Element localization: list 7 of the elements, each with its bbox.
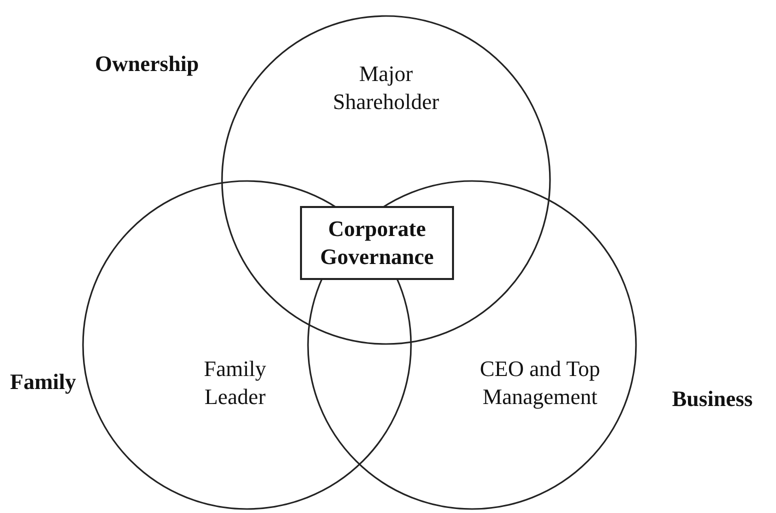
set-label: Major Shareholder xyxy=(332,60,440,116)
set-heading: Business xyxy=(672,385,753,413)
set-label: CEO and Top Management xyxy=(478,355,602,411)
set-label: Family Leader xyxy=(202,355,268,411)
set-heading: Family xyxy=(10,368,76,396)
governance-box: Corporate Governance xyxy=(300,206,454,280)
set-heading: Ownership xyxy=(95,50,199,78)
